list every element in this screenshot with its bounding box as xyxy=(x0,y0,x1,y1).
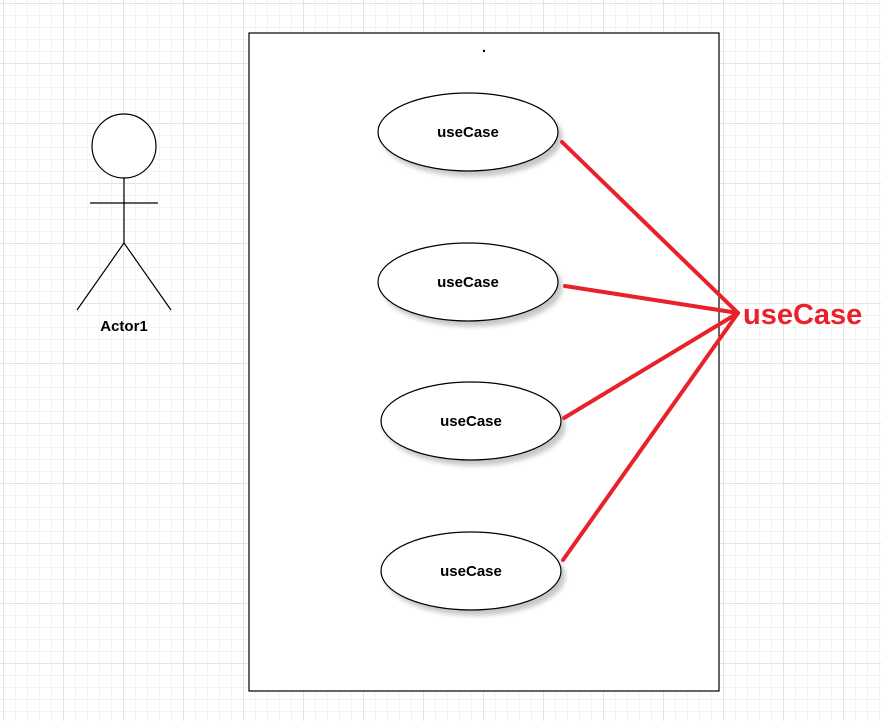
use-case-label: useCase xyxy=(440,413,502,430)
actor-figure[interactable] xyxy=(76,113,172,311)
use-case-1[interactable]: useCase xyxy=(377,92,559,172)
use-case-ellipse xyxy=(377,92,559,172)
use-case-2[interactable]: useCase xyxy=(377,242,559,322)
annotation-line xyxy=(563,284,740,315)
annotation-line xyxy=(562,311,740,420)
use-case-4[interactable]: useCase xyxy=(380,531,562,611)
annotation-label: useCase xyxy=(743,299,862,331)
use-case-ellipse xyxy=(380,381,562,461)
annotation-line xyxy=(560,140,740,315)
annotation-line xyxy=(561,311,740,562)
use-case-3[interactable]: useCase xyxy=(380,381,562,461)
actor-right-leg xyxy=(123,242,172,311)
actor-head xyxy=(91,113,157,179)
annotation-lines xyxy=(560,140,740,562)
actor-label: Actor1 xyxy=(100,318,148,335)
use-case-label: useCase xyxy=(437,274,499,291)
use-case-label: useCase xyxy=(437,124,499,141)
use-case-label: useCase xyxy=(440,563,502,580)
system-boundary-label: . xyxy=(482,39,486,56)
actor-left-leg xyxy=(76,242,125,311)
use-case-ellipse xyxy=(380,531,562,611)
use-case-ellipse xyxy=(377,242,559,322)
